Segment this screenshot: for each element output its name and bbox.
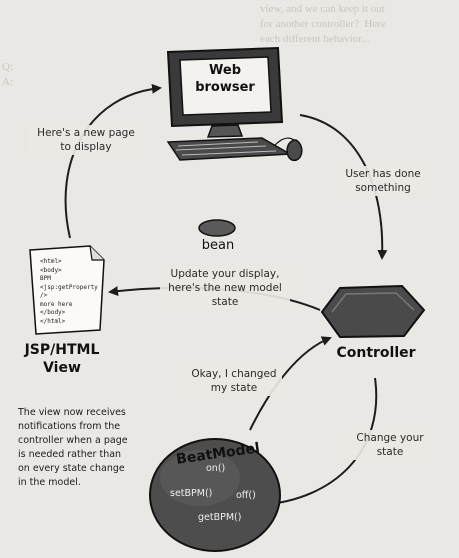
note-text: The view now receives notifications from… <box>18 407 128 488</box>
model-sphere <box>149 438 281 552</box>
view-document-line: <html> <box>40 258 62 265</box>
arrow-model-to-controller <box>249 336 332 431</box>
arrow-view-to-browser <box>64 83 162 239</box>
view-document-line: </html> <box>40 317 66 325</box>
view-document-icon <box>29 245 105 335</box>
view-document-line: BPM <box>40 275 51 282</box>
model-method-getbpm: getBPM() <box>198 512 242 523</box>
controller-shape <box>320 284 426 339</box>
view-document-line: more here <box>40 300 73 308</box>
arrow-controller-to-model <box>258 377 378 510</box>
label-view-to-browser: Here's a new page to display <box>28 125 144 155</box>
browser-label: Web browser <box>195 63 255 95</box>
bean-label: bean <box>201 238 235 253</box>
bean-icon <box>198 219 236 237</box>
label-browser-to-controller: User has done something <box>336 166 430 196</box>
view-document-line: <body> <box>40 266 62 274</box>
controller-label: Controller <box>336 345 416 361</box>
view-label: JSP/HTML View <box>24 342 100 376</box>
label-controller-to-view: Update your display, here's the new mode… <box>160 266 290 310</box>
model-method-on: on() <box>206 463 226 474</box>
label-controller-to-model: Change your state <box>350 430 430 460</box>
model-method-off: off() <box>236 490 256 501</box>
arrow-browser-to-controller <box>299 114 388 260</box>
view-document-text: <html><body>BPM<jsp:getProperty />more h… <box>40 258 100 326</box>
view-document-line: </body> <box>40 309 66 316</box>
label-model-to-controller: Okay, I changed my state <box>186 366 282 396</box>
computer-icon <box>166 46 303 161</box>
view-document-line: <jsp:getProperty /> <box>40 283 98 300</box>
model-method-setbpm: setBPM() <box>170 488 213 499</box>
